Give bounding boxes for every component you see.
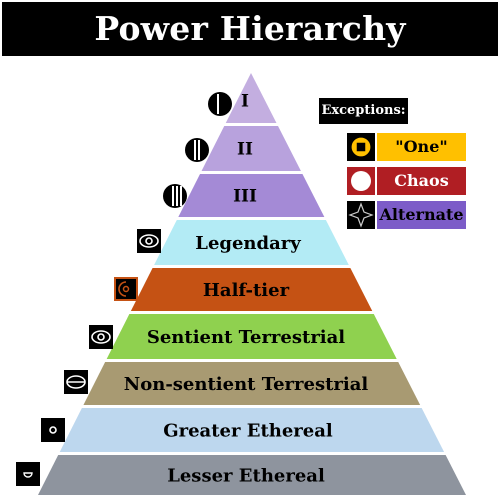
exception-alternate-label: Alternate — [377, 201, 466, 229]
three-bar-moon-icon — [163, 184, 187, 208]
tier-band — [83, 362, 421, 405]
tier-label: II — [237, 140, 253, 160]
tier-band — [106, 314, 397, 359]
square-in-circle-icon — [347, 133, 375, 161]
tier-label: I — [241, 92, 249, 112]
half-eye-icon — [114, 277, 138, 301]
tier-band — [154, 220, 349, 265]
exception-one: "One" — [347, 133, 466, 161]
exceptions-heading: Exceptions: — [319, 98, 408, 124]
tier-band — [130, 268, 373, 311]
half-ring-icon — [16, 462, 40, 486]
exception-chaos: Chaos — [347, 167, 466, 195]
tier-label: Lesser Ethereal — [167, 465, 325, 486]
page-title: Power Hierarchy — [94, 9, 406, 48]
tier-band — [225, 73, 277, 123]
tier-label: Half-tier — [203, 280, 290, 301]
title-bar: Power Hierarchy — [2, 2, 498, 56]
tier-band — [59, 408, 445, 452]
two-bar-half-moon-icon — [185, 138, 209, 162]
circle-outline-icon — [347, 167, 375, 195]
tier-label: Non-sentient Terrestrial — [124, 374, 369, 395]
tier-band — [38, 455, 466, 495]
tier-band — [201, 126, 301, 171]
tier-label: Greater Ethereal — [163, 420, 333, 441]
tier-band — [178, 174, 325, 217]
tier-label: Legendary — [195, 233, 301, 254]
four-point-star-icon — [347, 201, 375, 229]
closed-eye-icon — [64, 370, 88, 394]
one-bar-half-moon-icon — [208, 92, 232, 116]
exception-chaos-label: Chaos — [377, 167, 466, 195]
eye-icon — [89, 325, 113, 349]
small-ring-icon — [41, 418, 65, 442]
exception-one-label: "One" — [377, 133, 466, 161]
exception-alternate: Alternate — [347, 201, 466, 229]
tier-label: III — [233, 187, 257, 207]
tier-label: Sentient Terrestrial — [147, 327, 345, 348]
eye-icon — [137, 229, 161, 253]
